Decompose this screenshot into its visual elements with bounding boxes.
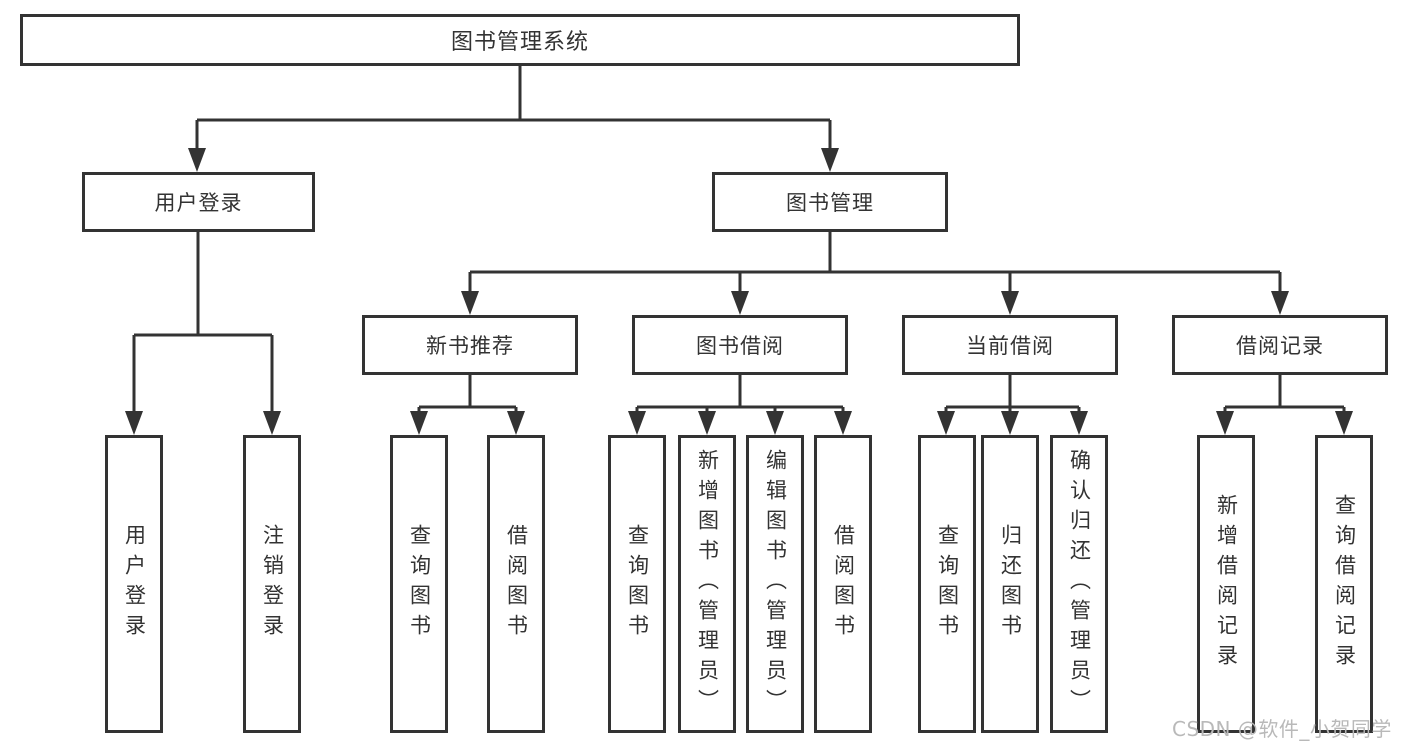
leaf-cb-confirm-return-admin: 确认归还（管理员）: [1050, 435, 1108, 733]
watermark: CSDN @软件_小贺同学: [1172, 717, 1392, 741]
node-label: 新增图书（管理员）: [695, 449, 720, 719]
connector-book-management-children: [468, 232, 1282, 295]
connector-current-borrowing-children: [944, 375, 1081, 415]
arrow-down-icon: [1001, 411, 1019, 435]
connector-new-book-children: [417, 375, 518, 415]
arrow-down-icon: [834, 411, 852, 435]
arrow-down-icon: [628, 411, 646, 435]
node-library-management-system: 图书管理系统: [20, 14, 1020, 66]
connector-root-to-level2: [195, 65, 832, 152]
arrow-down-icon: [766, 411, 784, 435]
node-label: 编辑图书（管理员）: [763, 449, 788, 719]
connector-user-login-children: [132, 232, 274, 415]
connector-borrowing-records-children: [1223, 375, 1346, 415]
arrow-down-icon: [1271, 291, 1289, 315]
node-label: 查询图书: [407, 524, 432, 644]
leaf-bb-query-books: 查询图书: [608, 435, 666, 733]
node-label: 新书推荐: [426, 334, 514, 358]
node-label: 用户登录: [122, 524, 147, 644]
arrow-down-icon: [731, 291, 749, 315]
node-current-borrowing: 当前借阅: [902, 315, 1118, 375]
node-label: 用户登录: [154, 191, 243, 215]
node-label: 借阅图书: [831, 524, 856, 644]
connector-lines: [132, 65, 1346, 415]
arrow-down-icon: [125, 411, 143, 435]
node-label: 新增借阅记录: [1214, 494, 1239, 674]
node-label: 查询借阅记录: [1332, 494, 1357, 674]
node-label: 查询图书: [935, 524, 960, 644]
leaf-cb-return-books: 归还图书: [981, 435, 1039, 733]
leaf-bb-borrow-books: 借阅图书: [814, 435, 872, 733]
leaf-nbr-borrow-books: 借阅图书: [487, 435, 545, 733]
node-new-book-recommendation: 新书推荐: [362, 315, 578, 375]
arrow-down-icon: [410, 411, 428, 435]
leaf-cb-query-books: 查询图书: [918, 435, 976, 733]
arrow-down-icon: [188, 148, 206, 172]
node-label: 借阅图书: [504, 524, 529, 644]
node-label: 归还图书: [998, 524, 1023, 644]
arrow-down-icon: [1216, 411, 1234, 435]
leaf-bb-edit-book-admin: 编辑图书（管理员）: [746, 435, 804, 733]
node-borrowing-records: 借阅记录: [1172, 315, 1388, 375]
node-user-login: 用户登录: [82, 172, 315, 232]
node-label: 当前借阅: [966, 334, 1054, 358]
node-label: 图书借阅: [696, 334, 784, 358]
arrow-down-icon: [461, 291, 479, 315]
arrow-down-icon: [937, 411, 955, 435]
arrow-down-icon: [821, 148, 839, 172]
node-label: 查询图书: [625, 524, 650, 644]
arrow-down-icon: [507, 411, 525, 435]
node-label: 注销登录: [260, 524, 285, 644]
node-label: 图书管理: [786, 191, 874, 215]
arrow-down-icon: [1335, 411, 1353, 435]
node-book-management: 图书管理: [712, 172, 948, 232]
arrow-down-icon: [1001, 291, 1019, 315]
node-label: 图书管理系统: [450, 30, 589, 55]
arrow-down-icon: [1070, 411, 1088, 435]
leaf-nbr-query-books: 查询图书: [390, 435, 448, 733]
leaf-bb-add-book-admin: 新增图书（管理员）: [678, 435, 736, 733]
arrow-down-icon: [698, 411, 716, 435]
arrow-down-icon: [263, 411, 281, 435]
arrowheads: [125, 148, 1353, 435]
leaf-logout: 注销登录: [243, 435, 301, 733]
node-label: 确认归还（管理员）: [1067, 449, 1092, 719]
leaf-br-add-borrow-record: 新增借阅记录: [1197, 435, 1255, 733]
leaf-user-login: 用户登录: [105, 435, 163, 733]
leaf-br-query-borrow-record: 查询借阅记录: [1315, 435, 1373, 733]
connector-book-borrowing-children: [635, 375, 845, 415]
node-book-borrowing: 图书借阅: [632, 315, 848, 375]
node-label: 借阅记录: [1236, 334, 1324, 358]
